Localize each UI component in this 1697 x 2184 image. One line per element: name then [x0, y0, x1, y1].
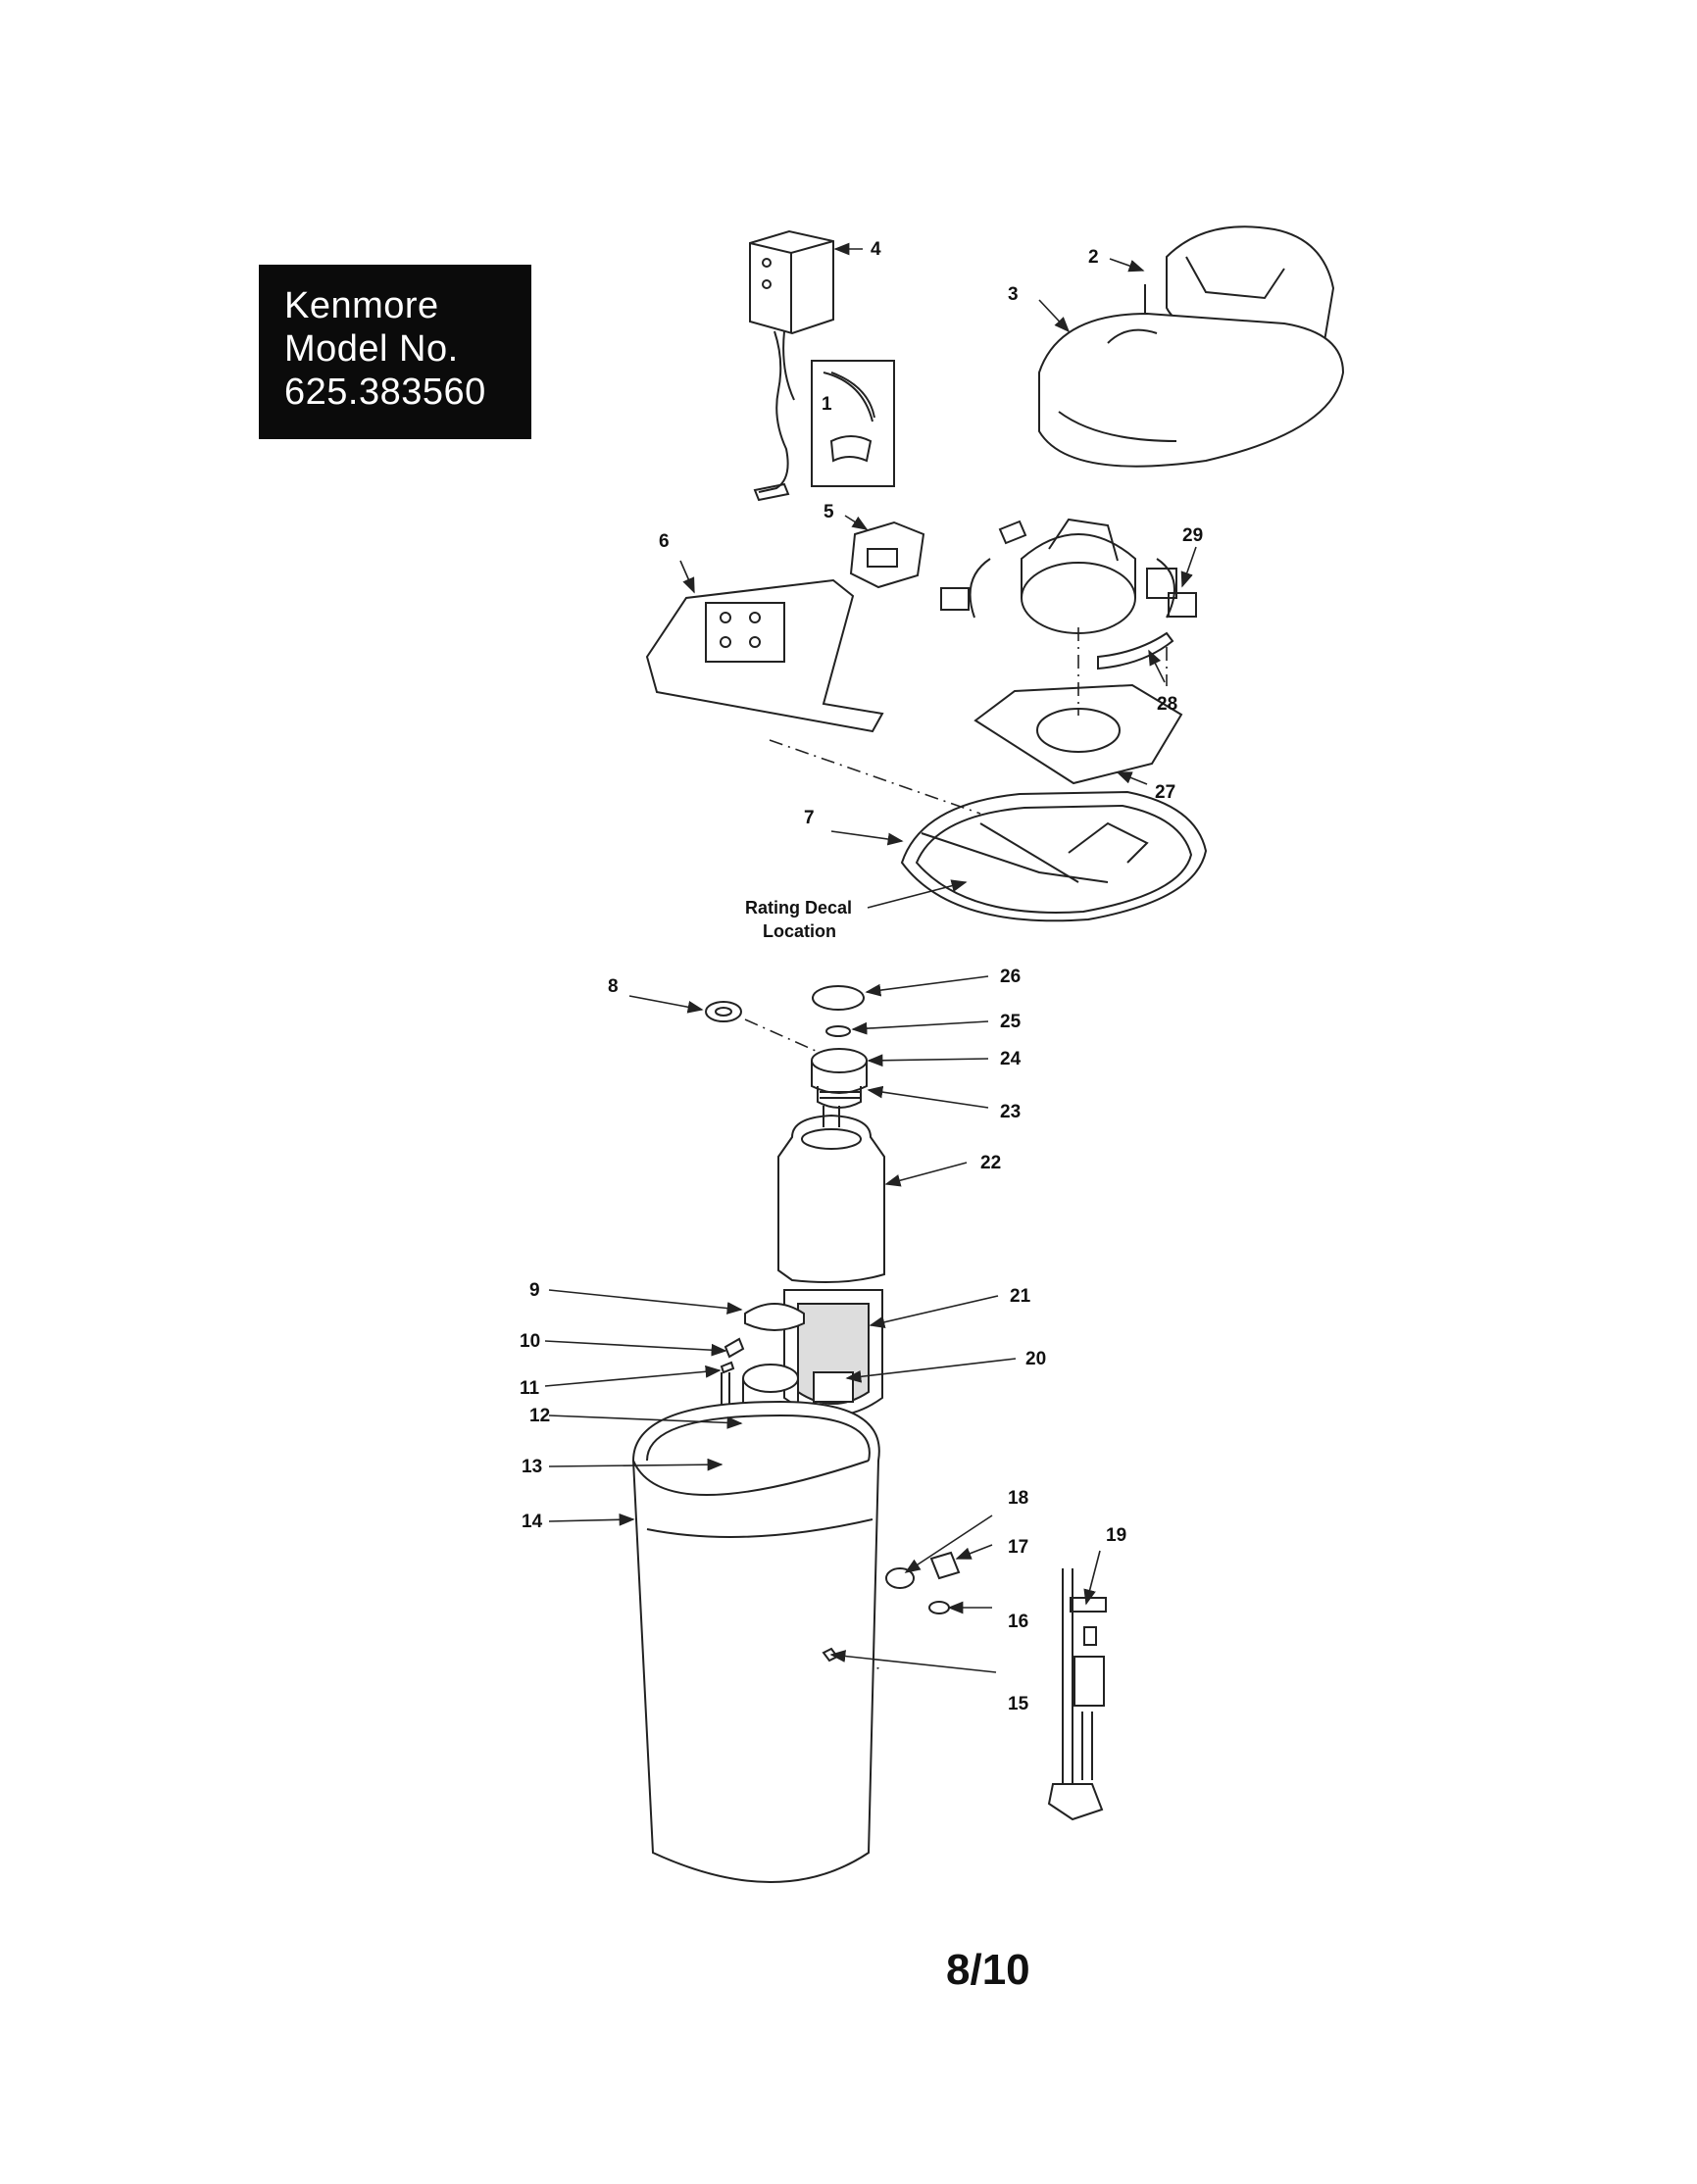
part-21-tank-bottom: [783, 1289, 883, 1416]
callout-22: 22: [980, 1153, 1001, 1173]
brand-name: Kenmore: [284, 285, 439, 326]
callout-11: 11: [520, 1378, 540, 1399]
part-26-oring: [812, 985, 865, 1011]
part-cover-and-lid: [1038, 225, 1345, 468]
callout-18: 18: [1008, 1488, 1028, 1509]
part-faceplate-bracket: [645, 578, 884, 733]
part-22-resin-tank: [777, 1106, 885, 1283]
part-8: [705, 1001, 742, 1022]
model-label: Model No.: [284, 328, 459, 370]
callout-27: 27: [1155, 782, 1175, 803]
rating-decal-label-line2: Location: [763, 921, 836, 941]
part-1-kit: [811, 360, 895, 487]
callout-13: 13: [522, 1457, 542, 1477]
part-19-float-assembly: [1047, 1568, 1107, 1821]
callout-6: 6: [659, 531, 670, 552]
part-transformer: [749, 229, 834, 502]
callout-2: 2: [1088, 247, 1099, 268]
callout-7: 7: [804, 808, 815, 828]
callout-17: 17: [1008, 1537, 1028, 1558]
callout-28: 28: [1157, 694, 1177, 715]
callout-29: 29: [1182, 525, 1203, 546]
callout-1: 1: [822, 394, 832, 415]
callout-3: 3: [1008, 284, 1019, 305]
part-27-gasket: [973, 683, 1183, 785]
callout-9: 9: [529, 1280, 540, 1301]
part-9-cap: [744, 1303, 805, 1331]
part-14-salt-tank: [631, 1400, 880, 1883]
callout-8: 8: [608, 976, 619, 997]
callout-5: 5: [824, 502, 834, 522]
callout-26: 26: [1000, 967, 1021, 987]
callout-25: 25: [1000, 1012, 1022, 1032]
model-number: 625.383560: [284, 372, 486, 413]
callout-4: 4: [871, 239, 881, 260]
part-28-clamp: [1097, 631, 1174, 670]
callout-20: 20: [1025, 1349, 1046, 1369]
callout-16: 16: [1008, 1612, 1028, 1632]
part-10: [724, 1337, 745, 1359]
callout-21: 21: [1010, 1286, 1031, 1307]
callout-12: 12: [529, 1406, 550, 1426]
part-valve-assembly: [940, 518, 1197, 634]
page-number: 8/10: [946, 1946, 1030, 1994]
callout-19: 19: [1106, 1525, 1126, 1546]
model-number-block: Kenmore Model No. 625.383560: [259, 265, 531, 439]
callout-23: 23: [1000, 1102, 1021, 1122]
part-24-adapter: [811, 1048, 868, 1109]
callout-14: 14: [522, 1512, 543, 1532]
part-elbow-fittings: [885, 1551, 961, 1614]
callout-24: 24: [1000, 1049, 1022, 1069]
part-25-oring: [825, 1025, 851, 1037]
callout-10: 10: [520, 1331, 540, 1352]
part-7-rim: [900, 790, 1208, 922]
part-11: [720, 1361, 735, 1374]
rating-decal-label-line1: Rating Decal: [745, 898, 852, 918]
part-5: [849, 521, 925, 589]
callout-15: 15: [1008, 1694, 1029, 1714]
